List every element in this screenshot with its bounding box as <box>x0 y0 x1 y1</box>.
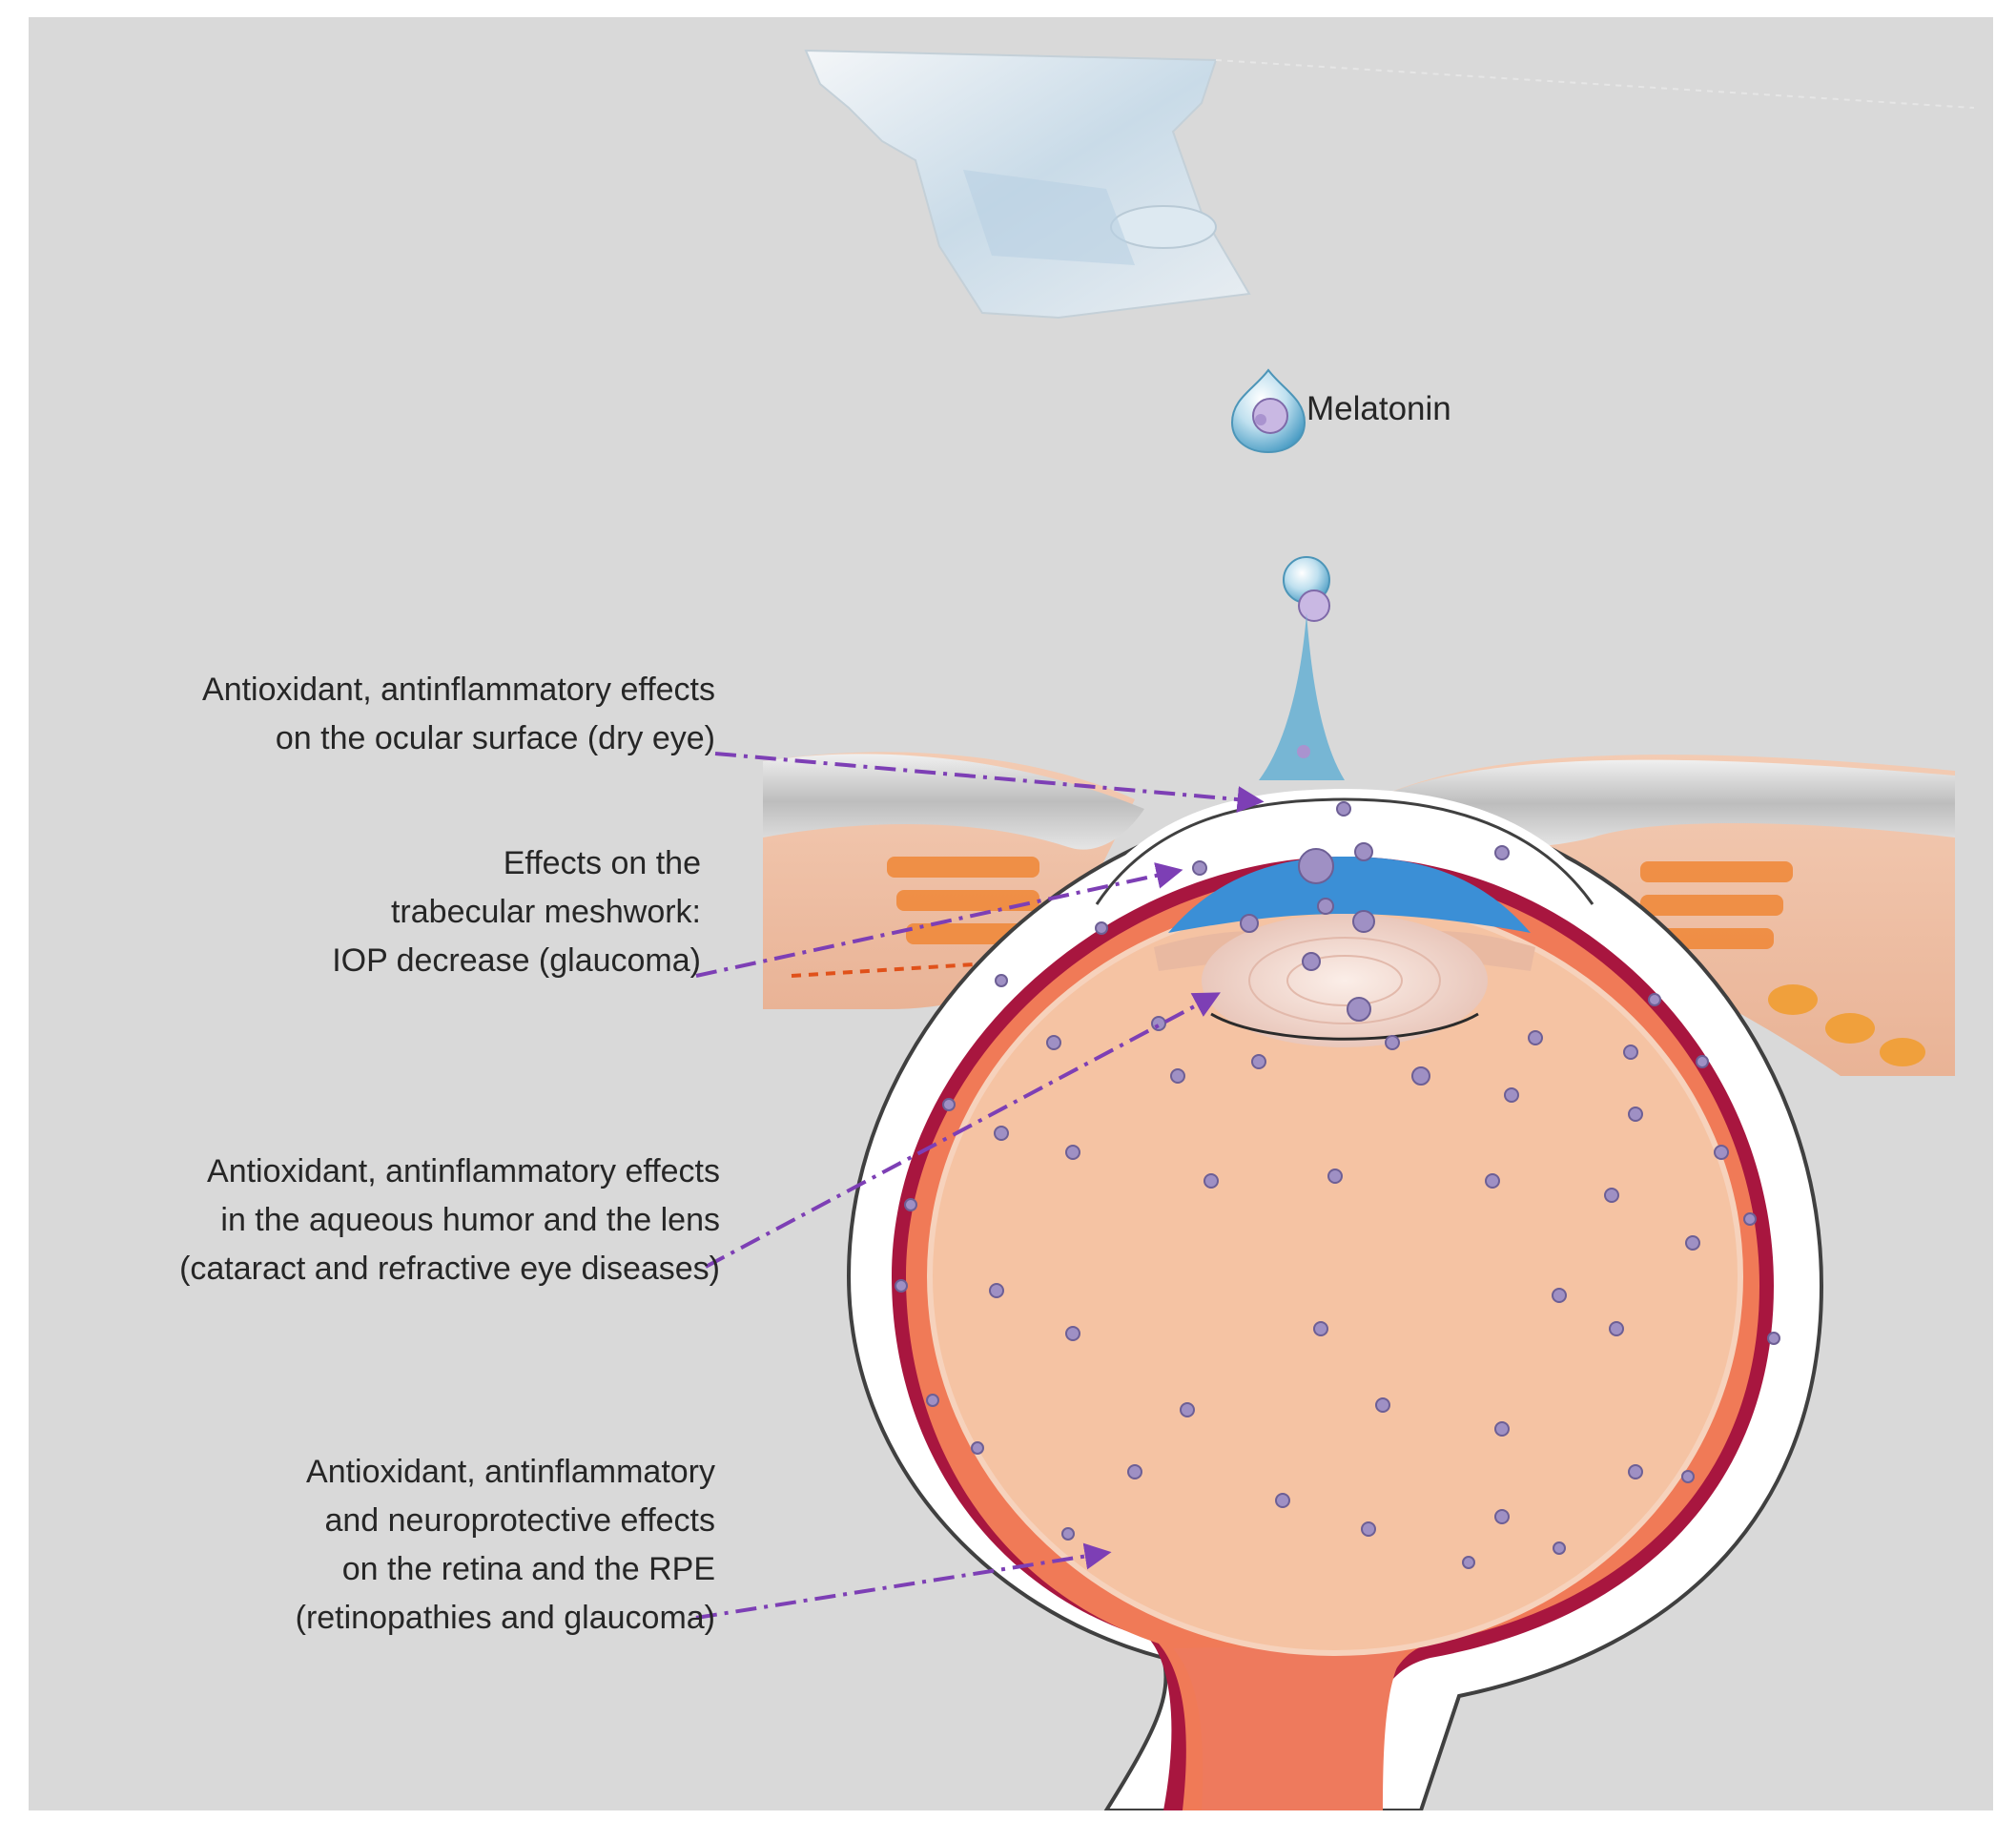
drop-icon <box>1259 556 1345 780</box>
eye-illustration <box>695 49 1975 1810</box>
melatonin-label: Melatonin <box>1306 390 1451 427</box>
eyeball <box>846 788 1824 1810</box>
arrow-retina <box>695 1542 1112 1620</box>
melatonin-molecule-icon <box>1230 368 1306 454</box>
trabecular-meshwork-label: Effects on the trabecular meshwork: IOP … <box>332 845 701 979</box>
melatonin-molecules <box>895 801 1780 1569</box>
arrow-ocular-surface <box>714 752 1265 813</box>
dropper-bottle-icon <box>804 49 1975 320</box>
annotation-arrows <box>695 752 1265 1620</box>
arrow-aqueous-lens <box>705 992 1221 1269</box>
retina-rpe-label: Antioxidant, antinflammatory and neuropr… <box>295 1454 715 1636</box>
diagram-panel: Melatonin Antioxidant, antinflammatory e… <box>29 17 1993 1810</box>
aqueous-lens-label: Antioxidant, antinflammatory effects in … <box>179 1153 720 1287</box>
arrow-trabecular <box>695 862 1183 978</box>
ocular-surface-label: Antioxidant, antinflammatory effects on … <box>202 672 715 756</box>
